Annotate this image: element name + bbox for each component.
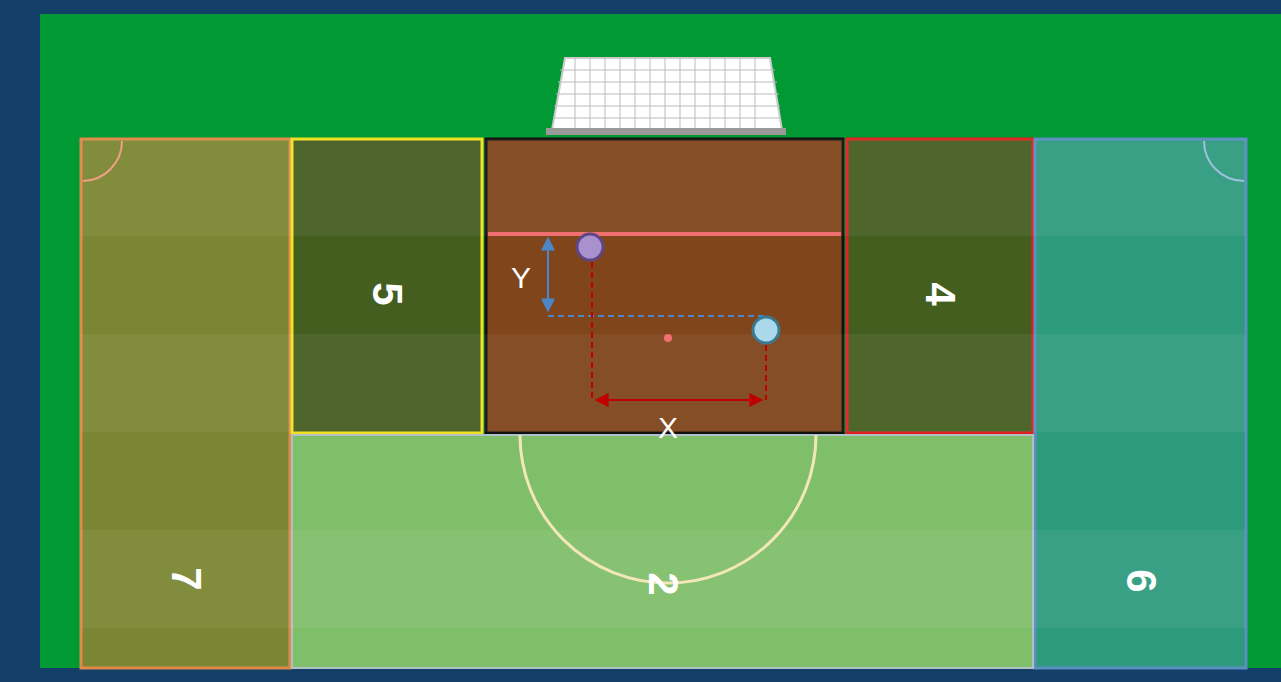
zone: 7 bbox=[81, 139, 290, 668]
corner-arc bbox=[83, 141, 122, 181]
dash-guide bbox=[591, 262, 593, 400]
pitch bbox=[40, 14, 1281, 668]
penalty-arc bbox=[520, 435, 816, 583]
attacker bbox=[577, 234, 603, 260]
dash-guide bbox=[765, 345, 767, 400]
zone: 4 bbox=[847, 139, 1033, 433]
zone-number: 4 bbox=[919, 283, 961, 306]
y-arrow bbox=[547, 238, 549, 311]
corner-arc bbox=[1204, 141, 1244, 181]
x-arrow bbox=[596, 399, 762, 401]
zone: 2 bbox=[292, 435, 1033, 668]
defender bbox=[753, 317, 779, 343]
zone-number: 2 bbox=[641, 573, 683, 596]
grass-stripes bbox=[81, 139, 1246, 668]
zone-number: 6 bbox=[1119, 570, 1161, 593]
dimension-label: X bbox=[658, 413, 678, 443]
zone: 6 bbox=[1035, 139, 1246, 668]
goal bbox=[546, 58, 786, 135]
zone-number: 5 bbox=[366, 283, 408, 306]
zone-number: 7 bbox=[164, 568, 206, 591]
dash-guide bbox=[548, 315, 766, 317]
offside-line bbox=[488, 232, 841, 236]
penalty-spot bbox=[664, 334, 672, 342]
dimension-label: Y bbox=[511, 263, 531, 293]
zone: 5 bbox=[292, 139, 482, 433]
